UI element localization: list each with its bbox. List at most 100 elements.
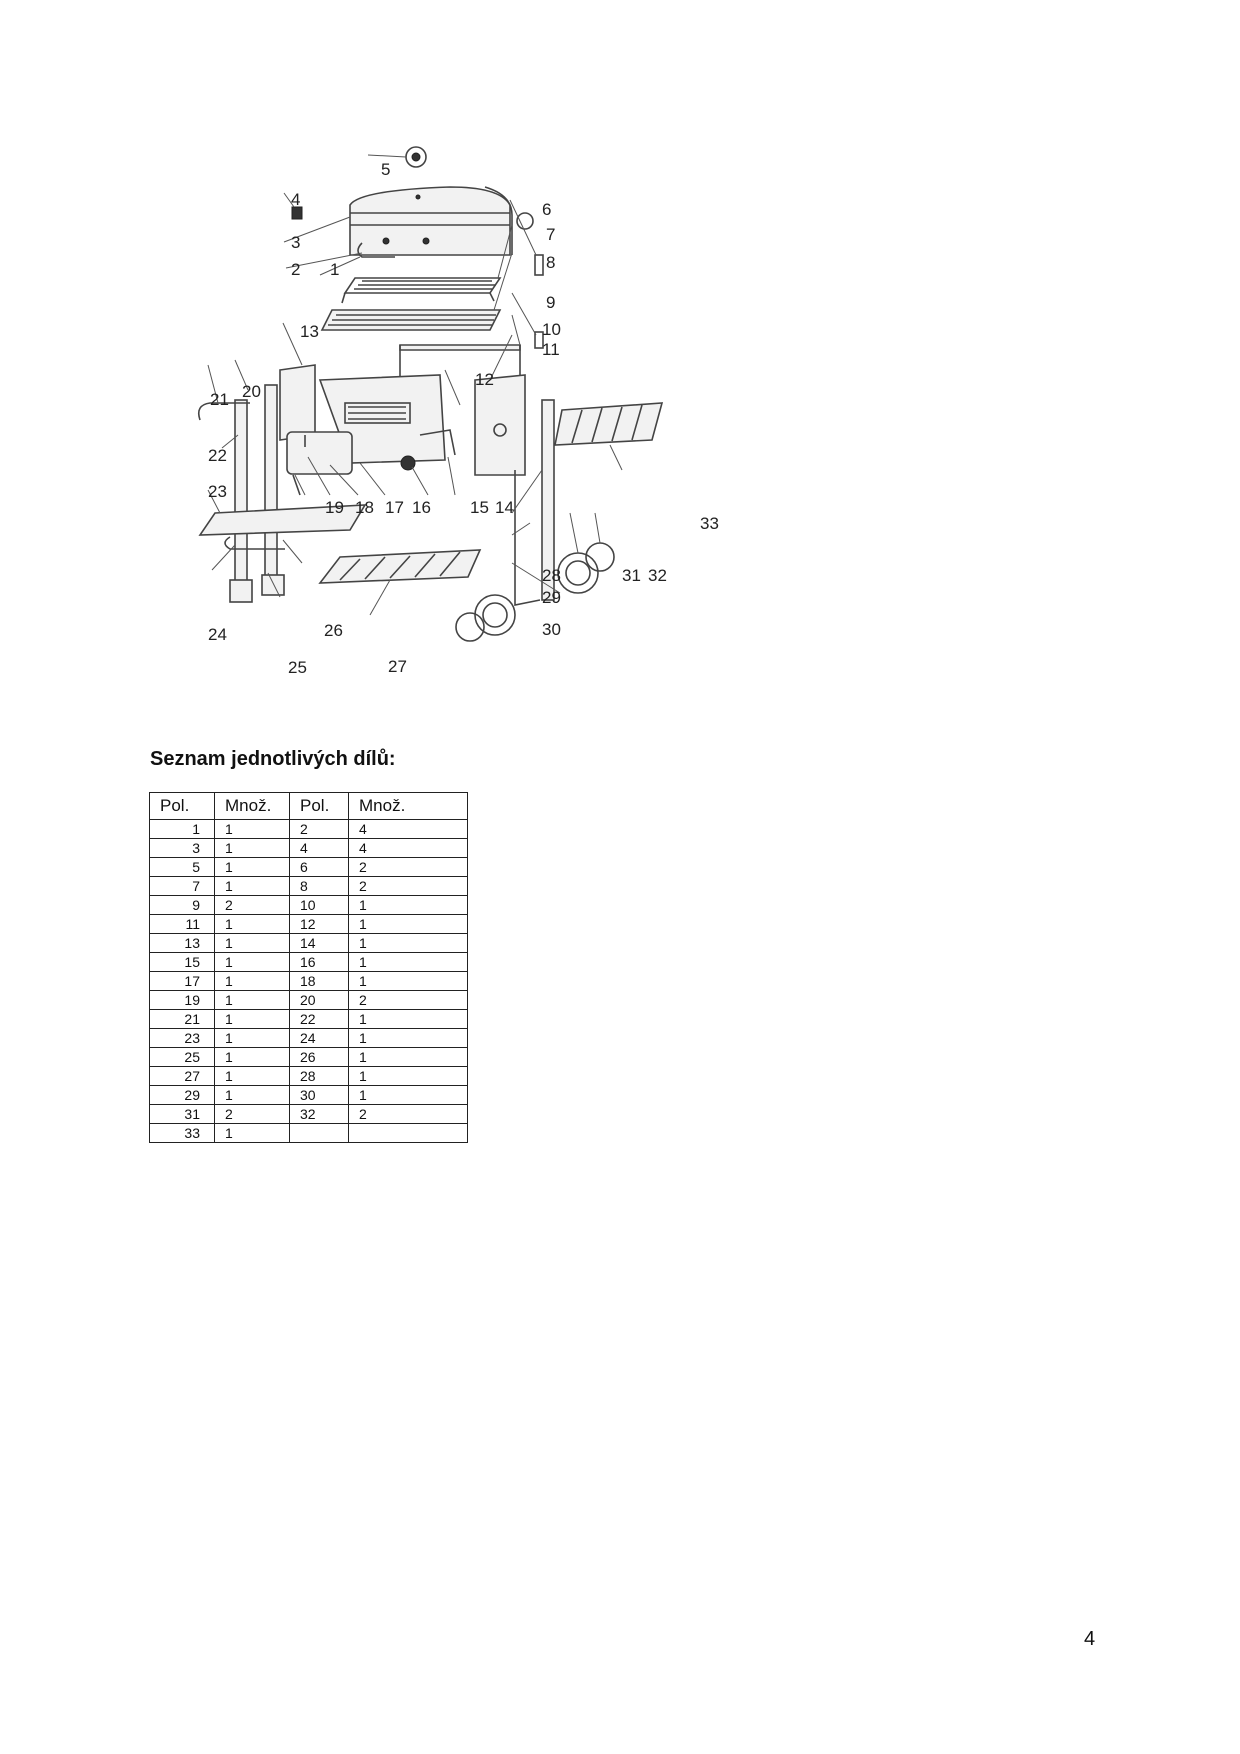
cell-quantity: 1 — [348, 1085, 468, 1105]
cell-quantity: 1 — [348, 1028, 468, 1048]
part-label: 2 — [291, 260, 300, 279]
bracket-6 — [534, 254, 544, 276]
cell-quantity: 2 — [348, 1104, 468, 1124]
part-label: 1 — [330, 260, 339, 279]
cell-quantity: 2 — [348, 990, 468, 1010]
right-frame-and-shelf — [514, 399, 664, 606]
cell-position: 24 — [289, 1028, 349, 1048]
part-label: 20 — [242, 382, 261, 401]
part-label: 27 — [388, 657, 407, 676]
cell-position: 13 — [149, 933, 215, 953]
cell-quantity: 1 — [214, 990, 290, 1010]
table-header-row: Pol. Množ. Pol. Množ. — [149, 792, 468, 820]
part-label: 21 — [210, 390, 229, 409]
cell-position: 12 — [289, 914, 349, 934]
cell-quantity: 1 — [348, 1047, 468, 1067]
cell-quantity: 1 — [214, 876, 290, 896]
cell-quantity: 1 — [214, 1047, 290, 1067]
cell-position: 31 — [149, 1104, 215, 1124]
cell-quantity: 1 — [214, 914, 290, 934]
part-label: 18 — [355, 498, 374, 517]
cell-quantity: 2 — [214, 1104, 290, 1124]
cell-quantity: 1 — [348, 1066, 468, 1086]
grill-lid — [291, 146, 534, 258]
charcoal-grate — [320, 309, 502, 331]
cell-quantity: 1 — [214, 933, 290, 953]
cell-position: 23 — [149, 1028, 215, 1048]
cell-position: 32 — [289, 1104, 349, 1124]
column-header-mnoz: Množ. — [348, 792, 468, 820]
cell-position: 30 — [289, 1085, 349, 1105]
leader-lines — [207, 154, 623, 616]
firebox — [279, 344, 526, 496]
part-label: 7 — [546, 225, 555, 244]
cell-position: 11 — [149, 914, 215, 934]
part-label: 14 — [495, 498, 514, 517]
part-label: 33 — [700, 514, 719, 533]
part-label: 17 — [385, 498, 404, 517]
part-label: 24 — [208, 625, 227, 644]
cell-position: 9 — [149, 895, 215, 915]
cell-quantity: 1 — [214, 1066, 290, 1086]
part-label: 31 — [622, 566, 641, 585]
cooking-grate — [341, 277, 502, 304]
cell-position: 18 — [289, 971, 349, 991]
part-label: 19 — [325, 498, 344, 517]
cell-quantity: 1 — [214, 971, 290, 991]
cell-position: 26 — [289, 1047, 349, 1067]
cell-quantity: 4 — [348, 838, 468, 858]
cell-quantity: 1 — [214, 838, 290, 858]
cell-position: 2 — [289, 819, 349, 839]
cell-quantity: 1 — [214, 1028, 290, 1048]
part-label: 9 — [546, 293, 555, 312]
cell-position: 4 — [289, 838, 349, 858]
bottom-shelf — [318, 549, 482, 584]
cell-position: 28 — [289, 1066, 349, 1086]
cell-position: 29 — [149, 1085, 215, 1105]
part-label: 12 — [475, 370, 494, 389]
part-label: 30 — [542, 620, 561, 639]
cell-position: 19 — [149, 990, 215, 1010]
left-legs-and-side-shelf — [197, 384, 367, 603]
cell-position: 10 — [289, 895, 349, 915]
cell-quantity: 2 — [348, 857, 468, 877]
cell-position — [289, 1123, 349, 1143]
part-label: 32 — [648, 566, 667, 585]
exploded-view-diagram: 5 1 2 3 4 6 7 8 9 10 11 12 13 14 15 16 1… — [190, 145, 770, 735]
column-header-pol: Pol. — [149, 792, 215, 820]
cell-quantity: 2 — [348, 876, 468, 896]
part-number-labels: 5 1 2 3 4 6 7 8 9 10 11 12 13 14 15 16 1… — [208, 160, 719, 677]
cell-quantity: 1 — [214, 819, 290, 839]
cell-position: 14 — [289, 933, 349, 953]
part-label: 11 — [542, 340, 560, 359]
cell-quantity: 4 — [348, 819, 468, 839]
cell-position: 16 — [289, 952, 349, 972]
part-label: 26 — [324, 621, 343, 640]
wheels — [455, 542, 615, 642]
cell-position: 17 — [149, 971, 215, 991]
cell-quantity: 1 — [348, 971, 468, 991]
part-label: 8 — [546, 253, 555, 272]
column-header-mnoz: Množ. — [214, 792, 290, 820]
cell-position: 22 — [289, 1009, 349, 1029]
cell-quantity: 1 — [214, 1009, 290, 1029]
part-label: 3 — [291, 233, 300, 252]
cell-position: 15 — [149, 952, 215, 972]
page-number: 4 — [1084, 1628, 1096, 1650]
part-label: 5 — [381, 160, 390, 179]
bracket-9 — [534, 331, 544, 349]
